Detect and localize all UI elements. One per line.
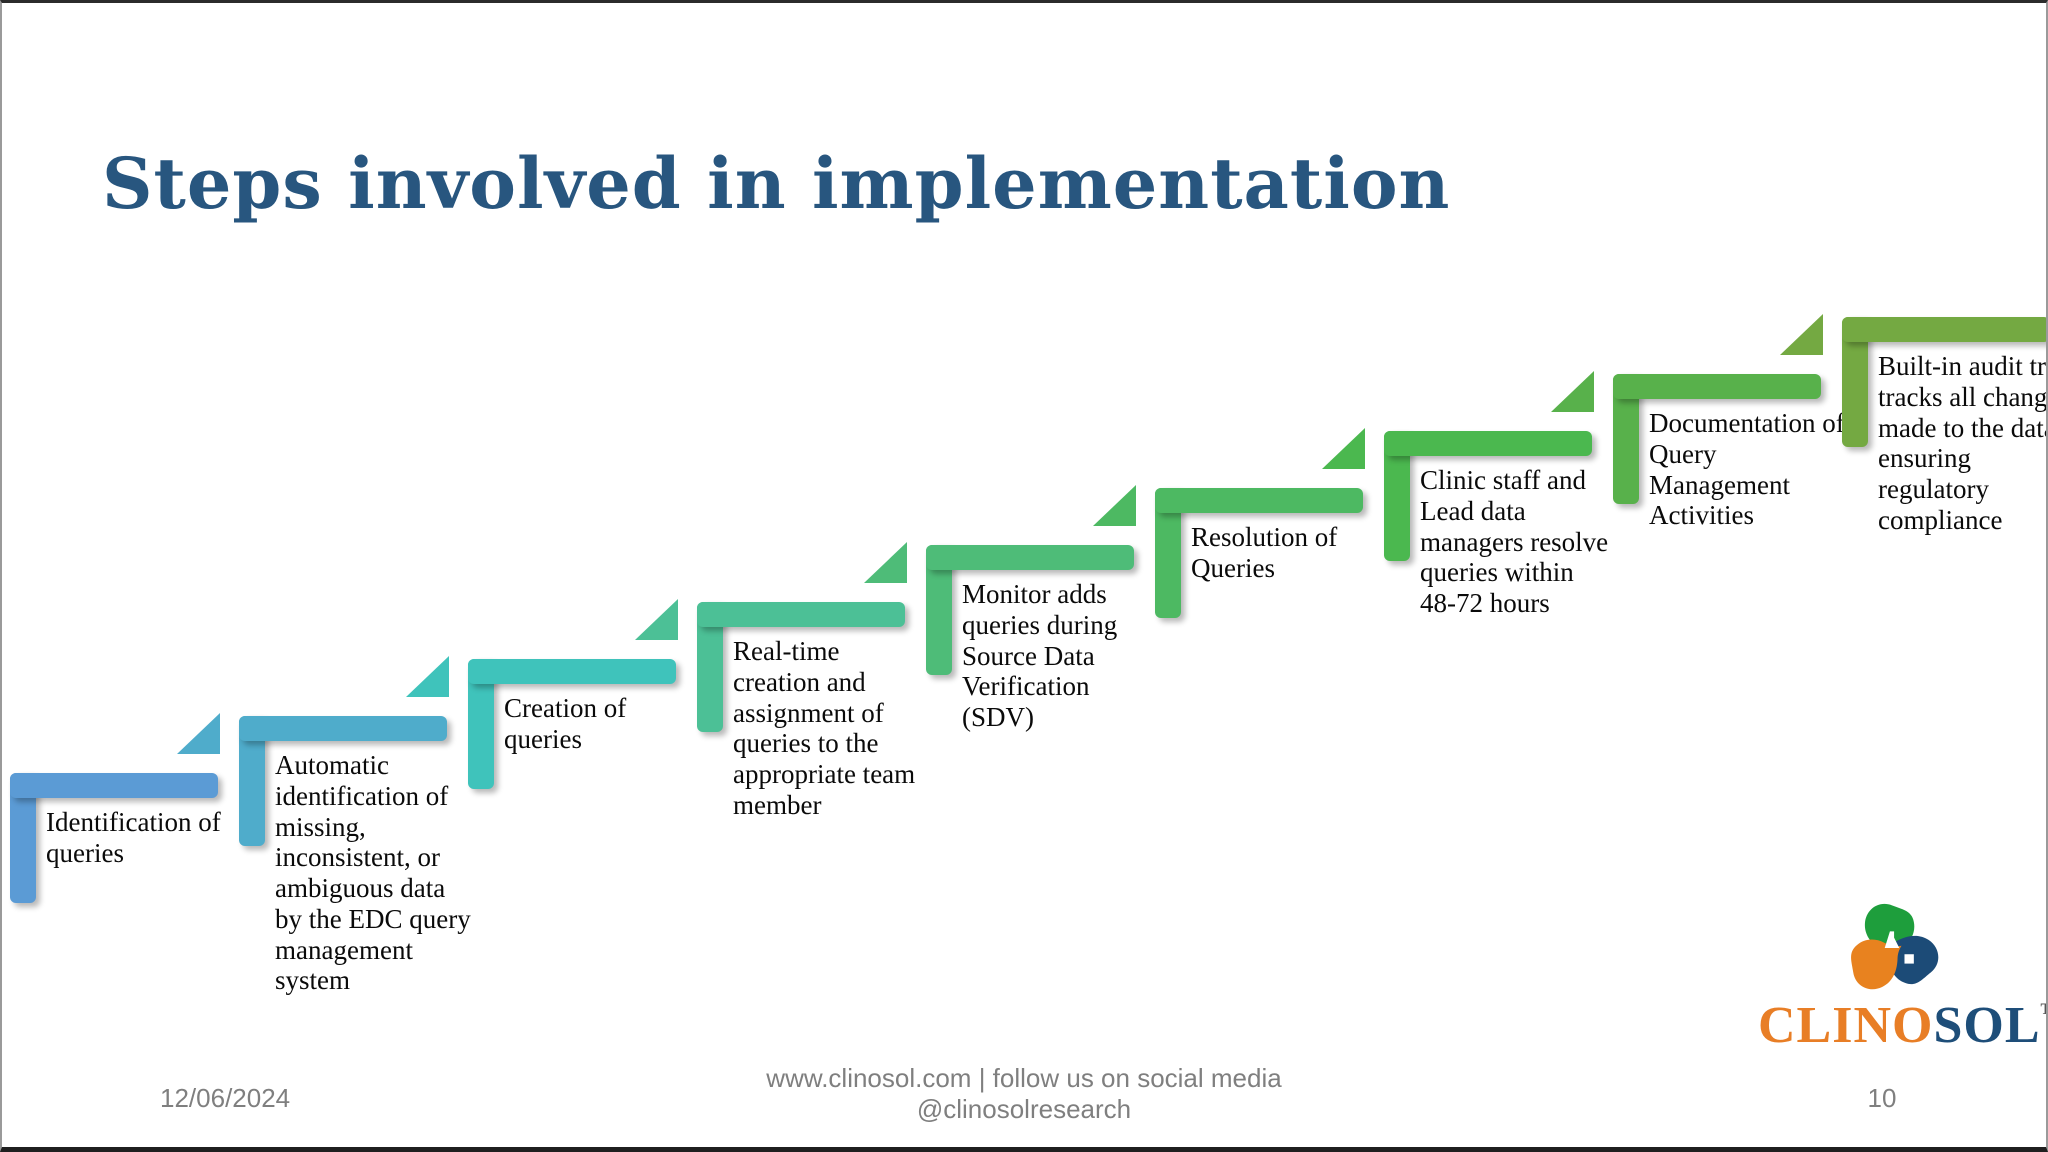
step-label: Built-in audit trail tracks all changes … <box>1878 351 2048 535</box>
step-horizontal-bar <box>1842 317 2046 342</box>
slide-date: 12/06/2024 <box>160 1083 291 1113</box>
logo-wordmark: CLINOSOLTM <box>1758 997 2046 1054</box>
step-horizontal-bar <box>239 716 447 741</box>
footer-line1: www.clinosol.com | follow us on social m… <box>766 1063 1282 1093</box>
step-label: Clinic staff and Lead data managers reso… <box>1420 465 1609 619</box>
step-arrow-triangle <box>1093 485 1136 526</box>
step-arrow-triangle <box>864 542 907 583</box>
step-label: Monitor adds queries during Source Data … <box>962 579 1118 733</box>
step-arrow-triangle <box>635 599 678 640</box>
step-horizontal-bar <box>1384 431 1592 456</box>
orange-hand-icon <box>1851 939 1902 990</box>
step-arrow-triangle <box>1551 371 1594 412</box>
step-arrow-triangle <box>1322 428 1365 469</box>
page-number: 10 <box>1867 1083 1897 1113</box>
process-step: Resolution of Queries <box>1093 485 1363 918</box>
step-label: Documentation of Query Management Activi… <box>1649 408 1845 531</box>
process-step: Real-time creation and assignment of que… <box>635 599 915 1032</box>
step-arrow-triangle <box>1780 314 1823 355</box>
step-label: Automatic identification of missing, inc… <box>275 750 471 996</box>
process-step: Built-in audit trail tracks all changes … <box>1780 314 2048 747</box>
step-horizontal-bar <box>926 545 1134 570</box>
step-label: Resolution of Queries <box>1191 522 1338 583</box>
step-arrow-triangle <box>406 656 449 697</box>
step-label: Real-time creation and assignment of que… <box>733 636 916 820</box>
process-step: Clinic staff and Lead data managers reso… <box>1322 428 1608 861</box>
process-step: Creation of queries <box>406 656 676 1089</box>
clinosol-logo: CLINOSOLTM <box>1758 896 2046 1054</box>
step-horizontal-bar <box>468 659 676 684</box>
process-step: Automatic identification of missing, inc… <box>177 713 471 1146</box>
step-arrow-triangle <box>177 713 220 754</box>
process-step: Documentation of Query Management Activi… <box>1551 371 1845 804</box>
footer-line2: @clinosolresearch <box>916 1094 1132 1124</box>
process-step: Monitor adds queries during Source Data … <box>864 542 1134 975</box>
slide-footer: www.clinosol.com | follow us on social m… <box>2 1063 2046 1125</box>
logo-text-sol: SOL <box>1933 997 2041 1054</box>
three-hands-logo-icon <box>1851 903 1939 990</box>
flask-icon <box>1884 931 1900 948</box>
step-horizontal-bar <box>1155 488 1363 513</box>
step-label: Identification of queries <box>46 807 221 868</box>
navy-hand-cutout <box>1904 954 1914 964</box>
step-horizontal-bar <box>1613 374 1821 399</box>
page-title: Steps involved in implementation <box>102 141 1451 225</box>
steps-staircase: Identification of queries Automatic iden… <box>2 3 2046 1147</box>
trademark-symbol: TM <box>2041 1001 2046 1018</box>
process-step: Identification of queries <box>10 773 221 1147</box>
step-horizontal-bar <box>697 602 905 627</box>
logo-text-clino: CLINO <box>1758 997 1934 1054</box>
step-horizontal-bar <box>10 773 218 798</box>
step-label: Creation of queries <box>504 693 627 754</box>
